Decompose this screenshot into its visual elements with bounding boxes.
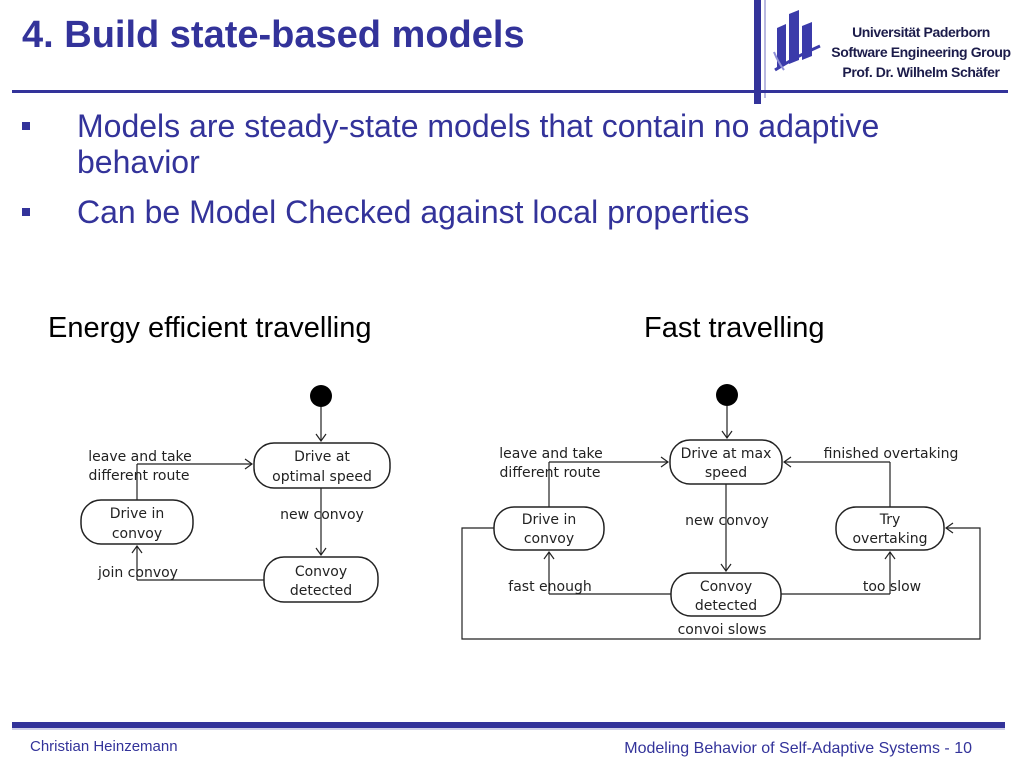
left-state-convoy-detected-line1: Convoy (295, 564, 347, 580)
left-state-drive-optimal-line2: optimal speed (272, 469, 372, 485)
left-state-drive-convoy-line2: convoy (112, 526, 162, 542)
right-diagram-caption: Fast travelling (644, 312, 825, 344)
institution-block: Universität Paderborn Software Engineeri… (824, 22, 1018, 82)
title-underline (12, 90, 1008, 93)
bullet-text: Can be Model Checked against local prope… (77, 194, 750, 230)
left-state-drive-optimal-line1: Drive at (294, 449, 350, 465)
left-transition-leave-line2: different route (89, 468, 190, 484)
right-state-try-overtaking-line2: overtaking (852, 531, 927, 547)
footer-course-page: Modeling Behavior of Self-Adaptive Syste… (624, 740, 972, 757)
right-transition-too-slow: too slow (863, 579, 921, 595)
right-initial-node (716, 384, 738, 406)
footer-author: Christian Heinzemann (30, 738, 178, 755)
right-transition-new-convoy: new convoy (685, 513, 769, 529)
left-transition-join-convoy: join convoy (97, 565, 178, 581)
left-state-convoy-detected-line2: detected (290, 583, 352, 599)
slide-title: 4. Build state-based models (22, 14, 525, 56)
right-transition-leave-line2: different route (500, 465, 601, 481)
left-state-drive-optimal (253, 442, 391, 489)
right-transition-leave-line1: leave and take (499, 446, 603, 462)
right-state-convoy-detected-line2: detected (695, 598, 757, 614)
institution-group: Software Engineering Group (831, 44, 1011, 60)
bullet-text: Models are steady-state models that cont… (77, 108, 880, 180)
left-state-diagram: Drive at optimal speed Drive in convoy C… (80, 385, 391, 603)
bullet-square-icon (22, 208, 30, 216)
header-divider-shadow (764, 0, 766, 98)
footer-rule (12, 722, 1005, 728)
left-diagram-caption: Energy efficient travelling (48, 312, 372, 344)
footer-rule-shadow (12, 728, 1005, 730)
left-transition-new-convoy: new convoy (280, 507, 364, 523)
right-transition-finished-overtaking: finished overtaking (824, 446, 959, 462)
university-logo-icon (773, 10, 821, 72)
header-divider (754, 0, 761, 104)
left-initial-node (310, 385, 332, 407)
left-transition-leave-line1: leave and take (88, 449, 192, 465)
institution-name: Universität Paderborn (852, 24, 990, 40)
right-transition-fast-enough: fast enough (508, 579, 591, 595)
right-state-drive-convoy-line2: convoy (524, 531, 574, 547)
right-state-drive-convoy-line1: Drive in (522, 512, 577, 528)
right-state-try-overtaking-line1: Try (879, 512, 901, 528)
institution-professor: Prof. Dr. Wilhelm Schäfer (842, 64, 1000, 80)
left-state-drive-convoy-line1: Drive in (110, 506, 165, 522)
bullet-list: Models are steady-state models that cont… (22, 108, 1002, 244)
bullet-item: Can be Model Checked against local prope… (22, 194, 1002, 230)
right-transition-convoi-slows: convoi slows (678, 622, 767, 638)
right-state-drive-max-line1: Drive at max (681, 446, 772, 462)
bullet-square-icon (22, 122, 30, 130)
right-state-diagram: Drive at max speed Drive in convoy Convo… (461, 384, 981, 640)
right-state-drive-max-line2: speed (705, 465, 747, 481)
bullet-item: Models are steady-state models that cont… (22, 108, 1002, 180)
right-state-convoy-detected-line1: Convoy (700, 579, 752, 595)
